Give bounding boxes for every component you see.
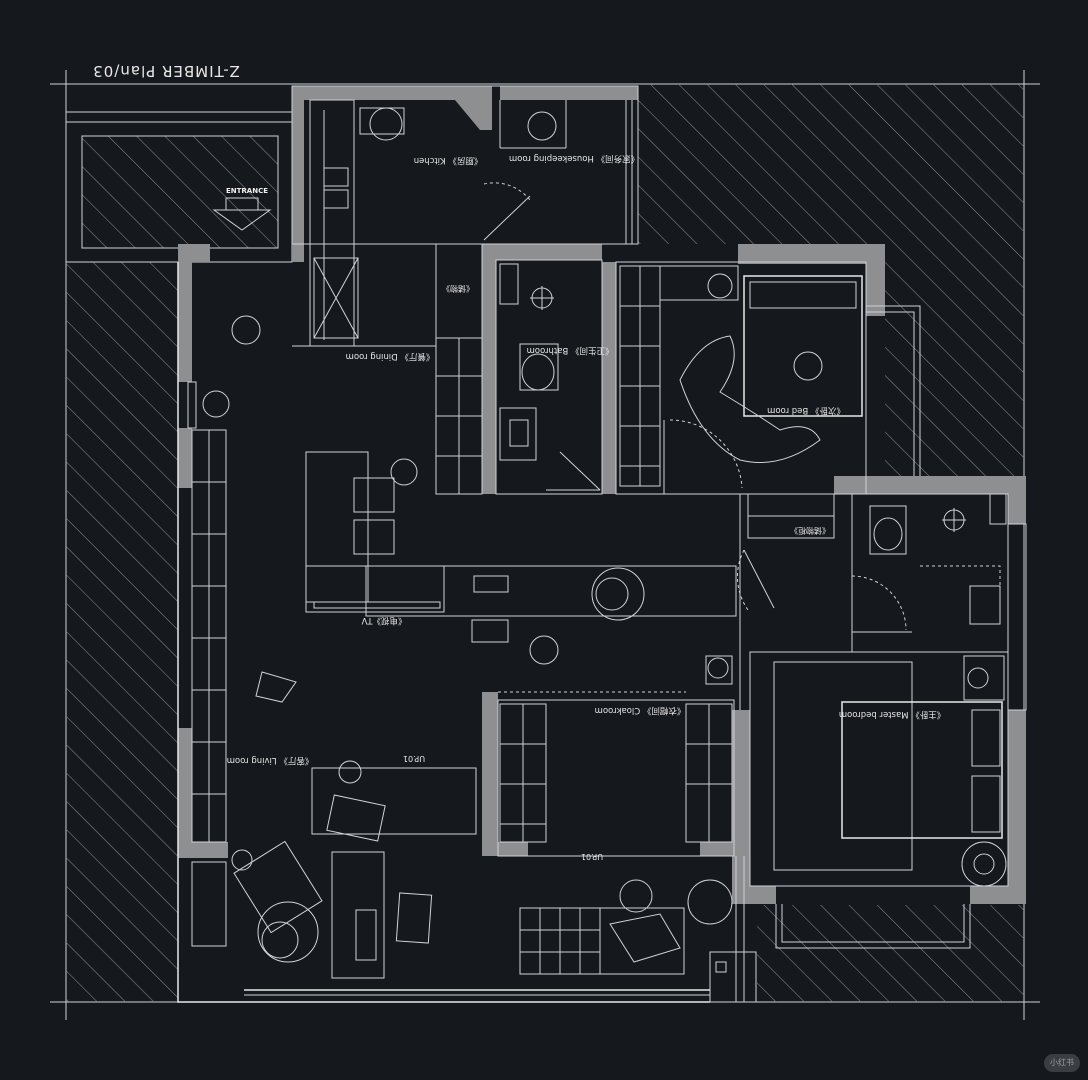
- rug-icon: [255, 671, 297, 703]
- entrance-label: ENTRANCE: [226, 187, 268, 195]
- up-label: UP.01: [403, 754, 425, 763]
- bathroom-label: 《卫生间》 Bathroom: [527, 345, 614, 356]
- entrance-arrow-icon: ENTRANCE: [212, 187, 272, 231]
- room-labels: Z-TIMBER Plan/03 《厨房》 Kitchen 《家务间》 Hous…: [92, 62, 945, 861]
- tv-label: 《电视》TV: [361, 615, 406, 626]
- room-outlines: [177, 85, 1027, 1003]
- person-icon: [390, 458, 418, 486]
- walls: [178, 86, 1026, 904]
- plant-icon: [595, 577, 629, 611]
- person-icon: [231, 315, 261, 345]
- bedroom-label: 《次卧》 Bed room: [767, 405, 845, 416]
- housekeeping-label: 《家务间》 Housekeeping room: [509, 153, 639, 164]
- master-bedroom-label: 《主卧》 Master bedroom: [839, 709, 945, 720]
- chair-icon: [609, 913, 681, 963]
- exterior-hatching: [66, 84, 1024, 1002]
- plant-icon: [591, 567, 645, 621]
- cabinet-label-2: 《储物柜》: [790, 526, 830, 536]
- dining-label: 《餐厅》 Dining room: [346, 351, 435, 361]
- up-label-2: UP.01: [581, 852, 603, 861]
- person-icon: [793, 351, 823, 381]
- cloakroom-label: 《衣帽间》 Cloakroom: [595, 705, 686, 716]
- person-icon: [338, 760, 362, 784]
- cabinet-label: 《储物》: [442, 284, 474, 294]
- watermark-badge: 小红书: [1044, 1054, 1080, 1072]
- living-room-label: 《客厅》 Living room: [227, 755, 314, 766]
- plant-icon: [257, 901, 319, 963]
- plan-title: Z-TIMBER Plan/03: [92, 62, 240, 80]
- furniture-figures: [202, 107, 823, 963]
- plant-icon: [707, 273, 733, 299]
- person-icon: [369, 107, 403, 141]
- plant-icon: [707, 657, 729, 679]
- person-icon: [529, 635, 559, 665]
- kitchen-label: 《厨房》 Kitchen: [414, 155, 483, 166]
- person-icon: [202, 390, 230, 418]
- person-icon: [527, 111, 557, 141]
- plant-icon: [261, 921, 299, 959]
